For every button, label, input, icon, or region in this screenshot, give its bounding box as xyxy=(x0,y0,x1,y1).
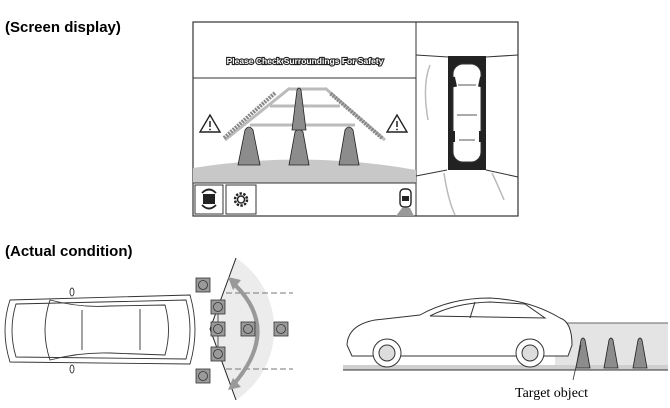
car-view-indicator-icon xyxy=(396,188,414,216)
camera-switch-button[interactable] xyxy=(194,184,224,215)
car-top-view xyxy=(4,287,196,374)
top-view-panel xyxy=(415,54,519,216)
camera-switch-icon xyxy=(203,194,215,204)
target-objects-top xyxy=(195,277,289,384)
cones-actual xyxy=(575,337,648,369)
settings-button[interactable] xyxy=(225,184,257,215)
cones-on-screen xyxy=(237,87,360,166)
warning-icon xyxy=(198,113,222,133)
cone xyxy=(291,87,307,131)
cone xyxy=(237,126,261,166)
guide-lines-dashed xyxy=(222,91,384,140)
sweep-arrow xyxy=(231,281,260,387)
car-side-view xyxy=(346,297,573,368)
target-object-label: Target object xyxy=(515,386,588,401)
screen-display: Please Check Surroundings For Safety xyxy=(192,21,519,217)
warning-icon xyxy=(385,113,409,133)
actual-condition-heading: (Actual condition) xyxy=(5,243,133,260)
actual-side-view: Target object xyxy=(343,297,668,401)
cone xyxy=(338,126,360,166)
actual-top-view xyxy=(4,257,293,401)
screen-display-heading: (Screen display) xyxy=(5,19,121,36)
safety-message: Please Check Surroundings For Safety xyxy=(227,56,384,66)
